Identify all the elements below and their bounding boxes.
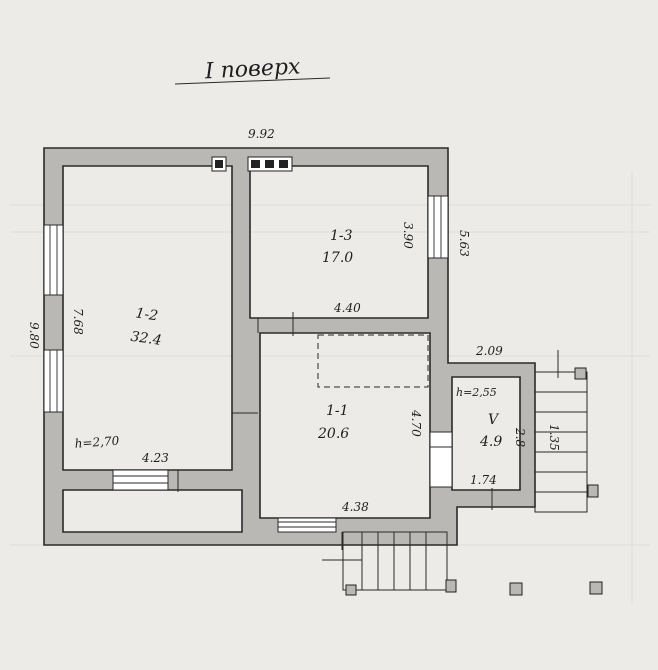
dim-porch: 1.35	[547, 424, 561, 451]
dim-room13-width: 4.40	[333, 301, 361, 315]
window-vestibule	[429, 431, 453, 488]
window-bottom-center	[277, 517, 337, 533]
room-1-2-id: 1-2	[134, 305, 159, 324]
chimney-vents	[211, 156, 293, 172]
room-1-1-id: 1-1	[326, 403, 349, 419]
room-1-3-id: 1-3	[330, 228, 353, 244]
dim-overall-width: 9.92	[248, 127, 275, 141]
window-left-lower	[43, 349, 64, 413]
dim-vestibule-width: 2.09	[475, 344, 503, 358]
dim-room13-depth: 3.90	[401, 222, 415, 249]
room-1-2-height: h=2,70	[74, 434, 120, 451]
dim-right-depth: 5.63	[457, 230, 471, 257]
side-steps	[509, 350, 603, 596]
dim-vestibule-depth: 2.8	[513, 427, 527, 447]
room-v-id: V	[488, 412, 500, 428]
dim-room12-depth: 7.68	[71, 308, 85, 335]
dim-vestibule-inner: 1.74	[470, 473, 497, 487]
room-1-2-area: 32.4	[130, 329, 163, 349]
dim-overall-depth: 9.80	[27, 322, 41, 349]
room-v-area: 4.9	[479, 434, 502, 450]
dashed-outline	[317, 334, 429, 388]
dim-room11-width: 4.38	[341, 500, 369, 514]
porch-steps	[322, 531, 457, 596]
room-1-3-area: 17.0	[322, 250, 353, 266]
title-underline	[174, 77, 331, 85]
room-1-1-area: 20.6	[317, 426, 349, 442]
window-left-upper	[43, 224, 64, 296]
room-v-height: h=2,55	[456, 386, 497, 399]
dim-room11-depth: 4.70	[409, 409, 423, 437]
dim-room12-width: 4.23	[141, 451, 169, 465]
door-marks	[177, 312, 493, 550]
window-bottom-left	[112, 469, 169, 491]
window-right	[427, 195, 449, 259]
